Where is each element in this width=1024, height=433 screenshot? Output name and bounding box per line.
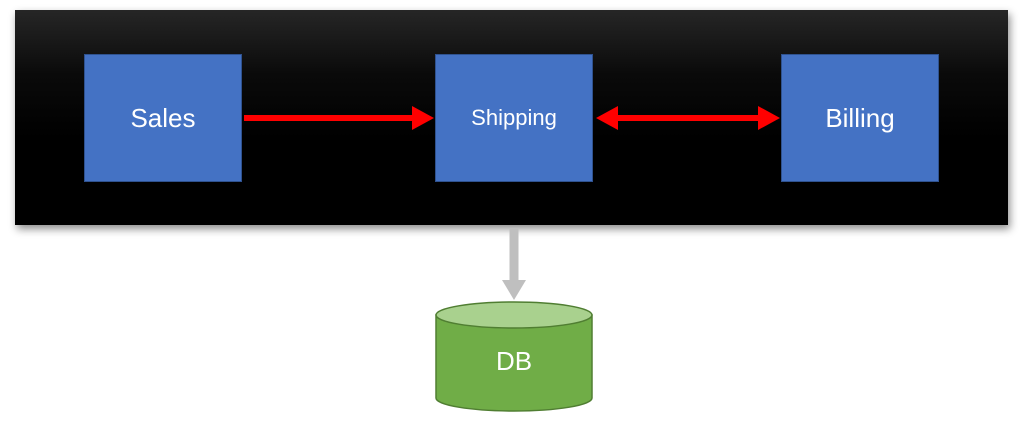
- sales-node-label: Sales: [130, 102, 196, 133]
- shipping-node[interactable]: Shipping: [435, 54, 593, 182]
- shipping-node-label: Shipping: [471, 105, 557, 130]
- billing-node[interactable]: Billing: [781, 54, 939, 182]
- db-node-label: DB: [495, 346, 533, 376]
- arrow-shipping-to-db: [502, 228, 526, 300]
- billing-node-label: Billing: [825, 102, 895, 133]
- sales-node[interactable]: Sales: [84, 54, 242, 182]
